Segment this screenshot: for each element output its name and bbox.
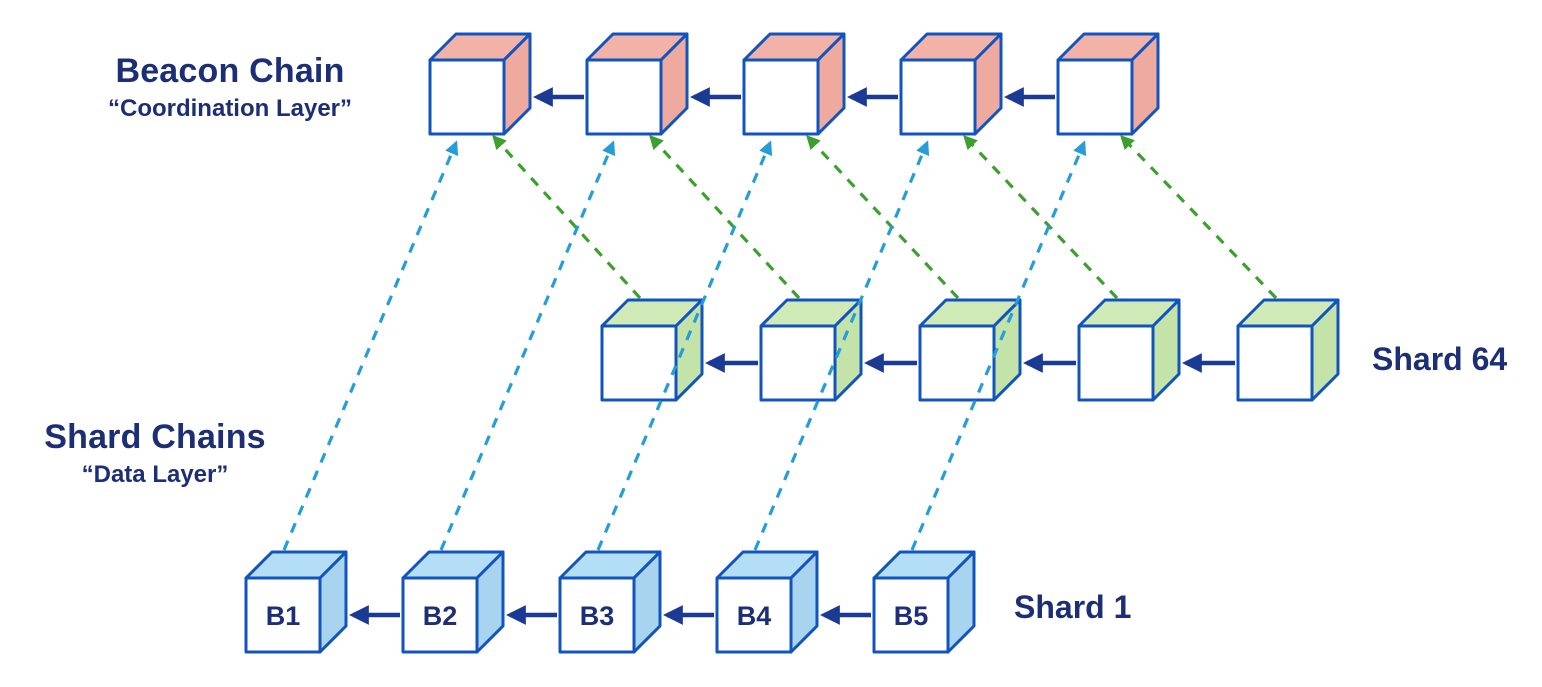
beacon-block-3-front-face [742, 58, 820, 136]
shard1-block-1-label: B1 [266, 601, 301, 631]
attestation-arrow-shard64-2 [649, 134, 801, 300]
shard64-block-5-front-face [1236, 324, 1314, 402]
beacon-chain-heading: Beacon Chain “Coordination Layer” [40, 52, 420, 122]
attestation-arrow-shard64-3 [806, 134, 960, 300]
shard64-block-5 [1236, 298, 1340, 402]
attestation-arrow-shard1-1 [282, 140, 459, 551]
shard1-block-4-front-face [715, 576, 793, 654]
beacon-block-5-front-face [1056, 58, 1134, 136]
beacon-chain-subtitle: “Coordination Layer” [107, 95, 353, 123]
shard64-block-3-front-face [918, 324, 996, 402]
attestation-arrow-shard1-2 [439, 140, 616, 551]
attestation-arrow-shard1-4 [753, 140, 930, 551]
beacon-block-1 [428, 32, 532, 136]
shard1-block-3: B3 [558, 550, 662, 654]
shard-chains-heading: Shard Chains “Data Layer” [0, 418, 310, 488]
shard1-block-1-front-face [244, 576, 322, 654]
shard1-block-3-label: B3 [580, 601, 615, 631]
shard64-block-4 [1077, 298, 1181, 402]
shard-chains-subtitle: “Data Layer” [81, 461, 229, 489]
shard64-block-3 [918, 298, 1022, 402]
shard1-block-2-front-face [401, 576, 479, 654]
beacon-block-2-front-face [585, 58, 663, 136]
beacon-block-1-front-face [428, 58, 506, 136]
attestation-arrow-shard1-5 [910, 140, 1087, 551]
shard1-block-2: B2 [401, 550, 505, 654]
shard1-block-5: B5 [872, 550, 976, 654]
beacon-block-4-front-face [899, 58, 977, 136]
shard64-block-1-front-face [600, 324, 678, 402]
shard1-block-5-label: B5 [894, 601, 929, 631]
shard1-block-4: B4 [715, 550, 819, 654]
attestation-arrow-shard64-5 [1120, 134, 1278, 300]
attestation-arrow-shard64-1 [492, 134, 642, 300]
beacon-chain-title: Beacon Chain [115, 52, 345, 90]
beacon-block-5 [1056, 32, 1160, 136]
shard64-block-2 [759, 298, 863, 402]
beacon-block-2 [585, 32, 689, 136]
shard64-block-4-front-face [1077, 324, 1155, 402]
shard1-block-4-label: B4 [737, 601, 772, 631]
shard1-block-5-front-face [872, 576, 950, 654]
attestation-arrow-shard1-3 [596, 140, 773, 551]
beacon-block-4 [899, 32, 1003, 136]
shard1-block-2-label: B2 [423, 601, 458, 631]
attestation-arrow-shard64-4 [963, 134, 1119, 300]
shard-chains-title: Shard Chains [44, 418, 266, 456]
shard1-block-3-front-face [558, 576, 636, 654]
shard1-label: Shard 1 [1014, 589, 1132, 625]
shard1-block-1: B1 [244, 550, 348, 654]
shard64-label: Shard 64 [1372, 341, 1508, 377]
shard64-block-1 [600, 298, 704, 402]
beacon-block-3 [742, 32, 846, 136]
